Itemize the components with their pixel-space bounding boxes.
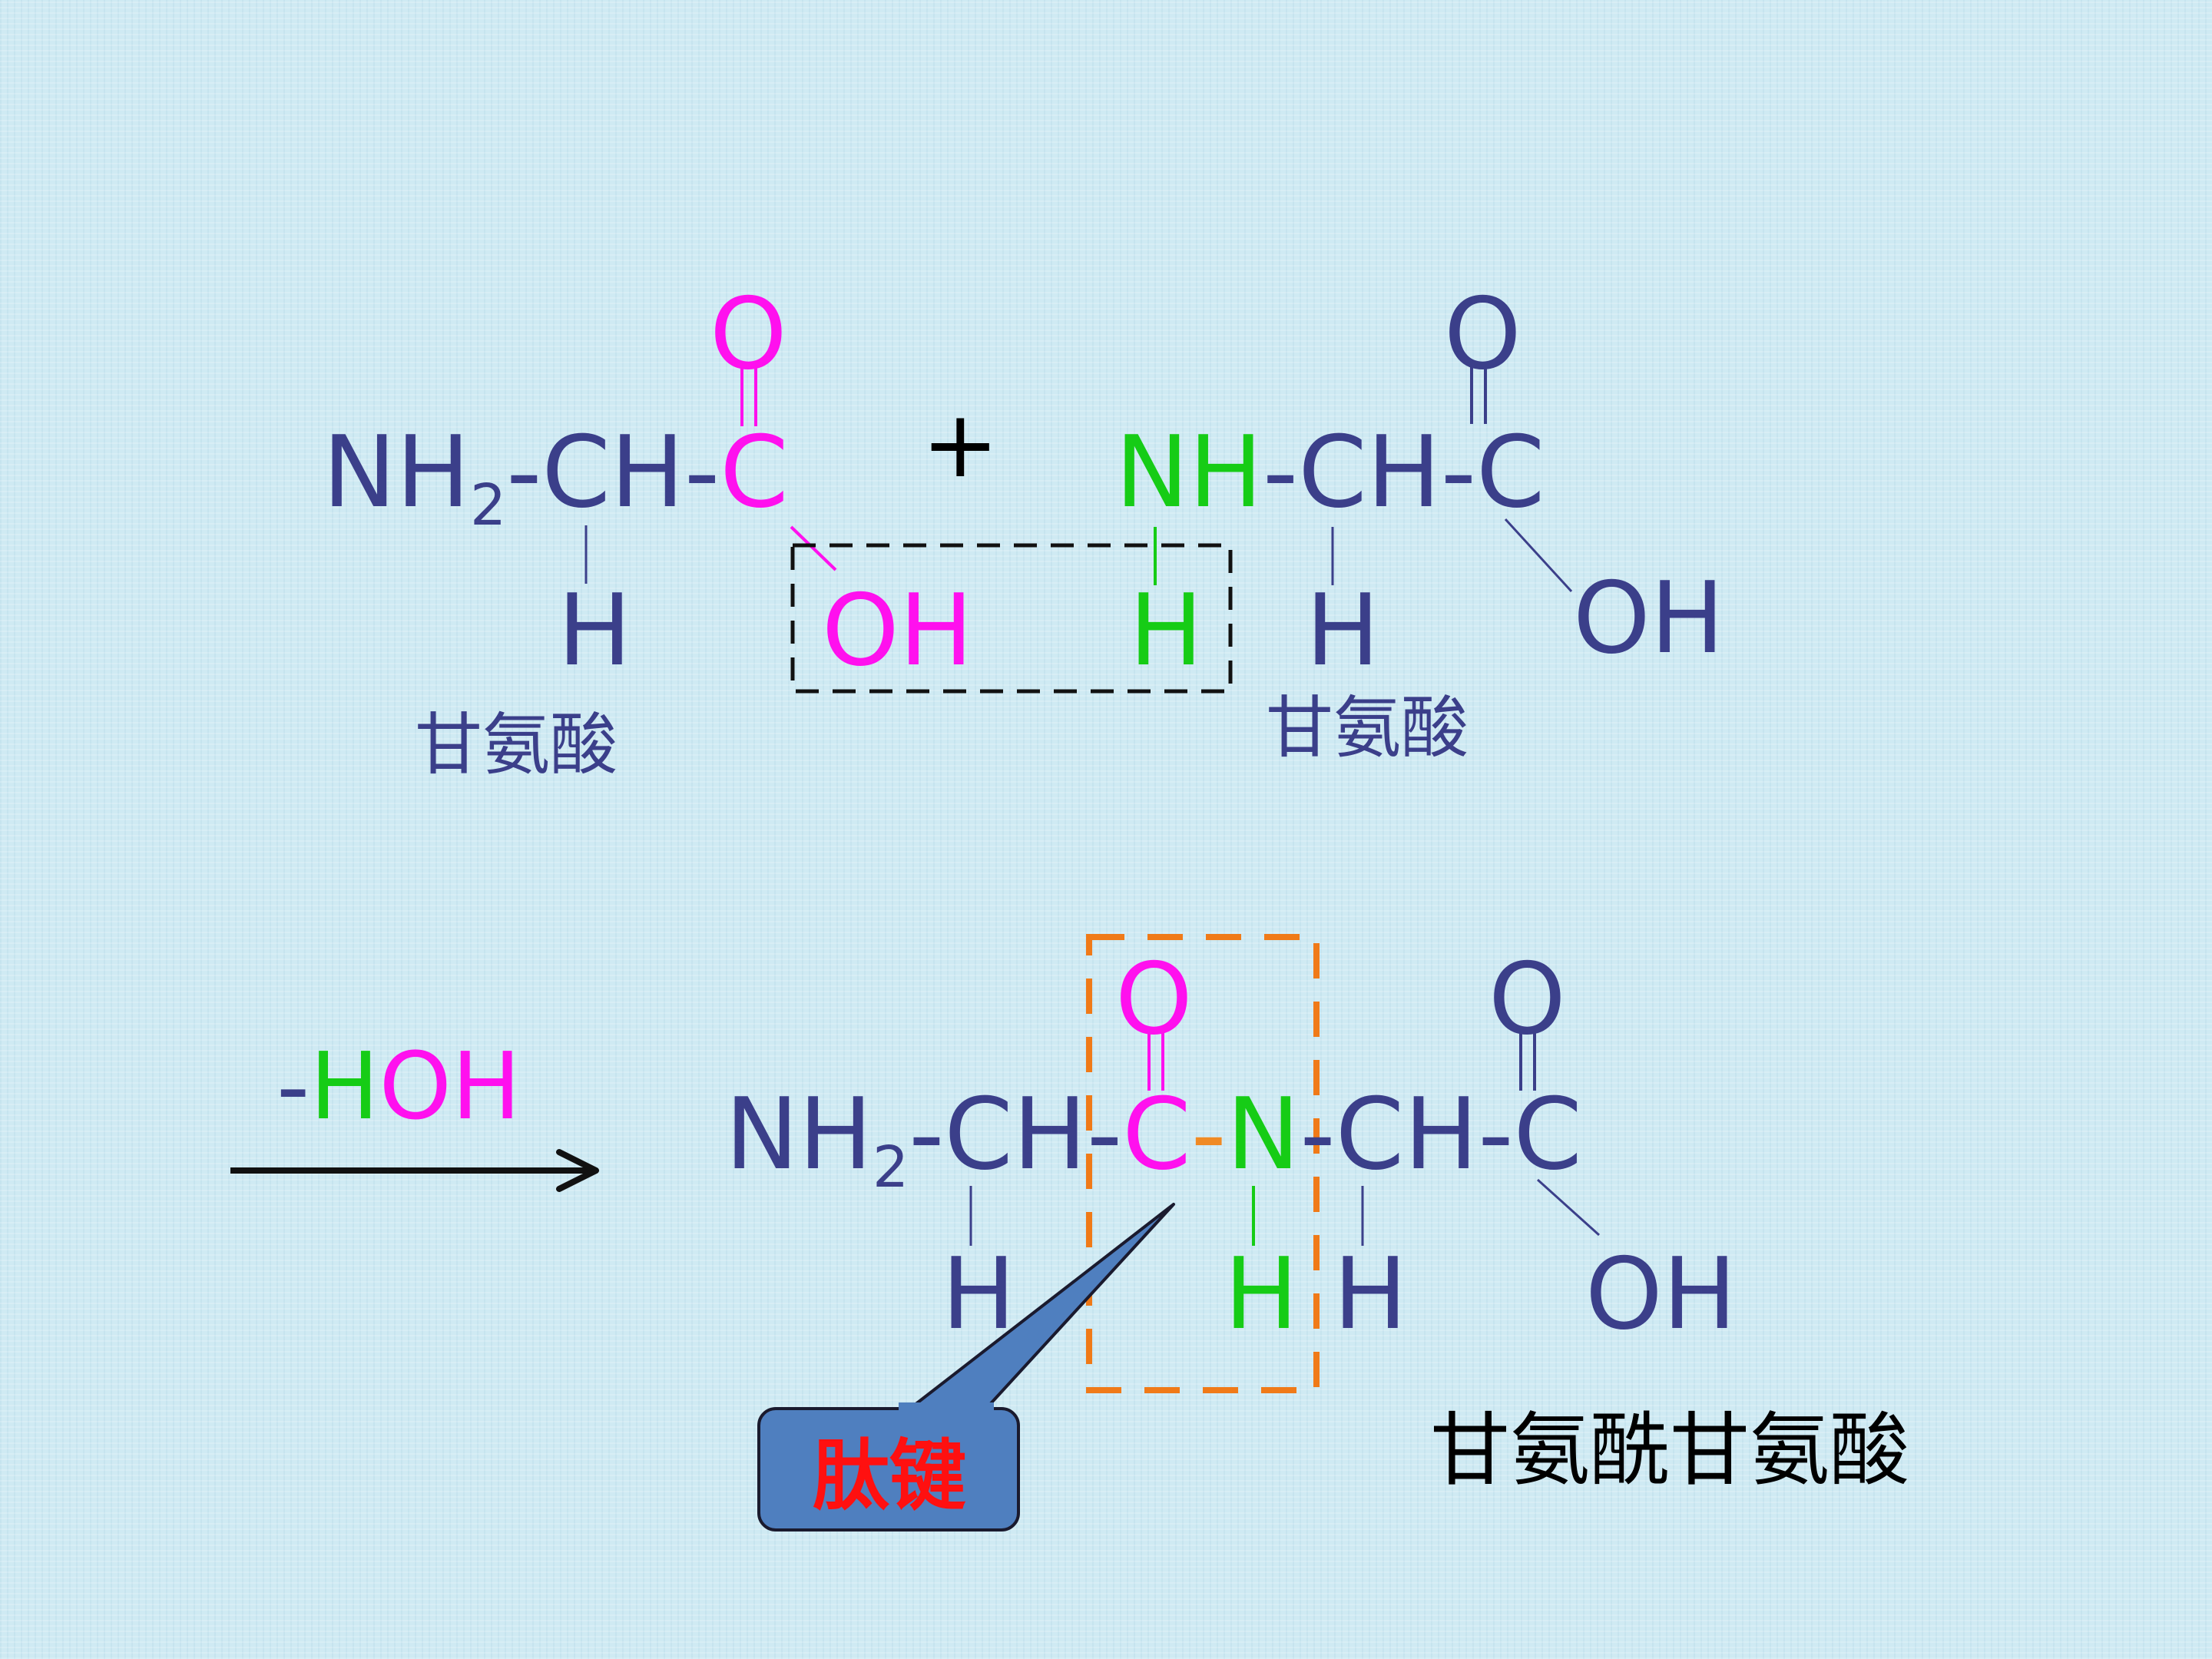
product-nh2-subscript: 2	[873, 1133, 909, 1200]
product-c-oh-bond	[1536, 1178, 1601, 1237]
reactant1-nh2: NH	[323, 416, 470, 530]
reactant2-removed-h: H	[1129, 574, 1204, 688]
reactant2-ch: -CH-	[1263, 416, 1476, 530]
reactant1-carbonyl-o: O	[710, 277, 787, 392]
callout-box	[757, 1407, 1020, 1532]
product-ch2: -CH-	[1300, 1078, 1514, 1192]
condition-oh: OH	[379, 1034, 522, 1141]
product-carbonyl-c1: C	[1122, 1078, 1191, 1192]
reactant2-nh: NH	[1115, 416, 1263, 530]
condition-dash: -	[276, 1034, 310, 1141]
product-nh2: NH	[725, 1078, 873, 1192]
reactant1-c-oh-bond	[790, 525, 837, 571]
condition-h: H	[310, 1034, 379, 1141]
reactant2-c-oh-bond	[1504, 518, 1573, 593]
product-main-chain: NH2-CH-C-N-CH-C	[725, 1086, 1582, 1196]
reactant1-oh: OH	[822, 574, 973, 688]
reaction-arrow-head	[556, 1149, 599, 1192]
product-h2: H	[1333, 1237, 1408, 1352]
reaction-condition: -HOH	[276, 1041, 521, 1134]
reactant2-carbonyl-c: C	[1476, 416, 1545, 530]
reactant1-main-chain: NH2-CH-C	[323, 424, 789, 534]
reactant2-h: H	[1306, 574, 1380, 688]
product-amide-h: H	[1224, 1237, 1299, 1352]
product-name: 甘氨酰甘氨酸	[1430, 1403, 1910, 1497]
plus-sign: +	[922, 392, 999, 498]
product-h1: H	[942, 1237, 1016, 1352]
reactant1-h: H	[558, 574, 632, 688]
product-amide-n: N	[1226, 1078, 1300, 1192]
reactant1-ch: -CH-	[506, 416, 720, 530]
reactant2-carbonyl-o: O	[1444, 277, 1522, 392]
product-oh: OH	[1585, 1237, 1737, 1352]
reactant2-oh: OH	[1573, 561, 1724, 676]
reactant1-nh2-subscript: 2	[470, 471, 507, 538]
product-carbonyl-o1: O	[1115, 942, 1193, 1057]
product-carbonyl-c2: C	[1513, 1078, 1582, 1192]
reactant2-main-chain: NH-CH-C	[1115, 424, 1545, 522]
reactant2-name: 甘氨酸	[1266, 688, 1469, 767]
peptide-bond-dash: -	[1190, 1078, 1227, 1192]
peptide-bond-callout-label: 肽键	[813, 1430, 966, 1521]
reactant1-carbonyl-c: C	[720, 416, 789, 530]
reactant1-name: 甘氨酸	[415, 705, 618, 784]
peptide-bond-dashed-box	[1086, 934, 1320, 1393]
product-carbonyl-o2: O	[1488, 942, 1566, 1057]
product-ch1: -CH-	[909, 1078, 1123, 1192]
